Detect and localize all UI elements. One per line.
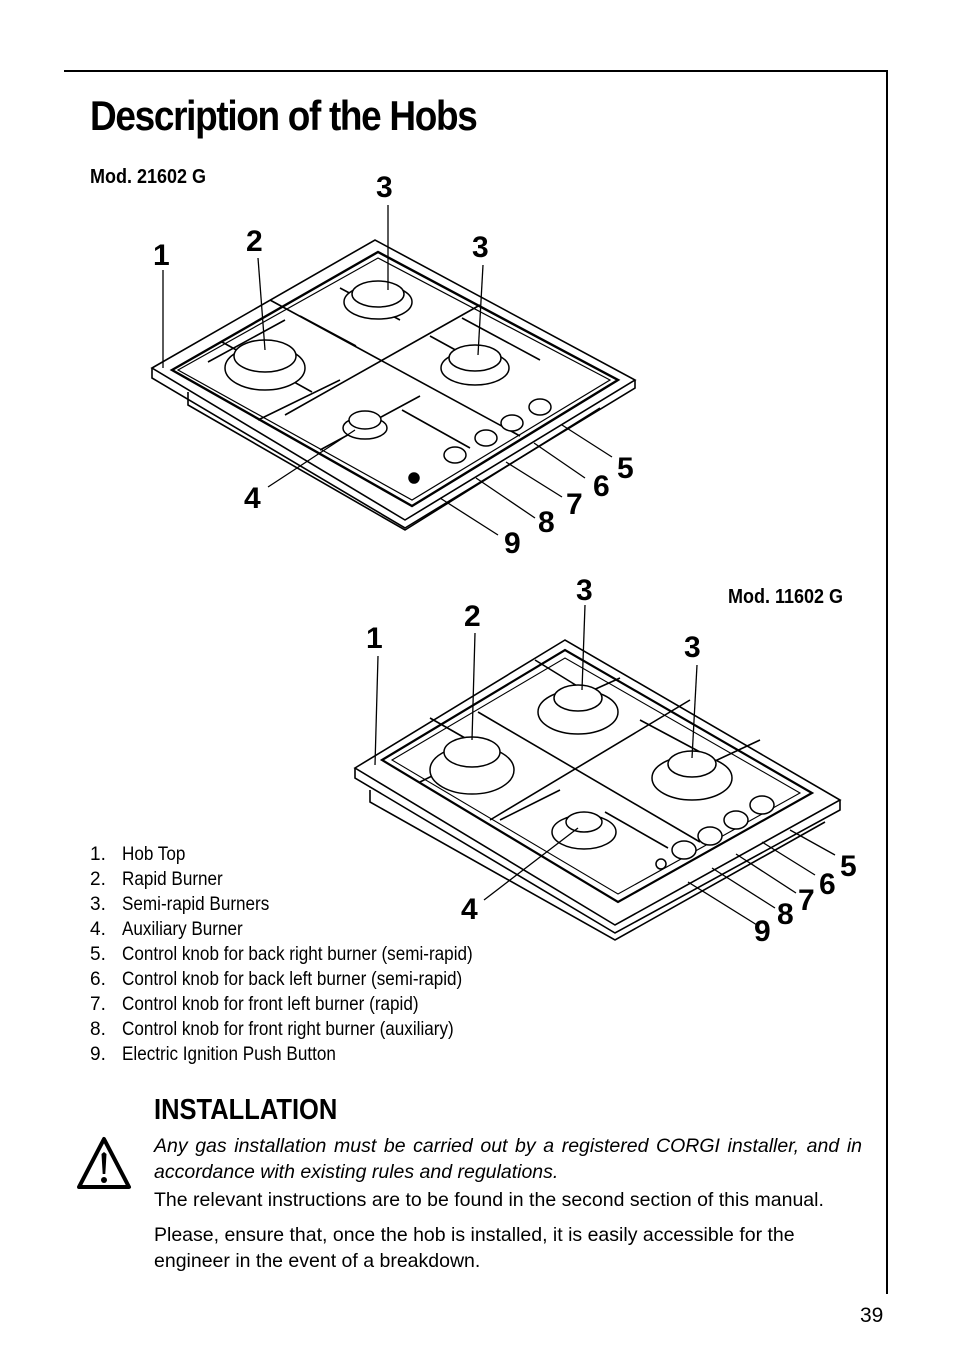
callout-7-b: 7 [798,884,815,917]
callout-3a: 3 [376,171,393,204]
hob-diagram-21602: 1 2 3 3 4 5 6 7 8 9 [140,170,660,570]
leader-lines-2 [374,604,836,926]
callout-3b-b: 3 [684,631,701,664]
access-text: Please, ensure that, once the hob is ins… [154,1224,795,1272]
hob-top-outline-2 [353,639,842,941]
callout-9-b: 9 [754,915,771,948]
callout-9: 9 [504,527,521,560]
callout-6-b: 6 [819,868,836,901]
callout-2-b: 2 [464,600,481,633]
page-title: Description of the Hobs [90,92,478,139]
control-knobs [408,398,552,484]
callout-8: 8 [538,506,555,539]
legend-item: 1.Hob Top [90,844,186,865]
top-rule [64,70,888,72]
leader-lines [162,205,613,536]
page-number: 39 [860,1304,884,1327]
control-knobs-2 [655,795,775,870]
hob-diagram-11602: 1 2 3 3 4 5 6 7 8 9 [350,570,870,950]
callout-5: 5 [617,452,634,485]
callout-5-b: 5 [840,850,857,883]
callout-3a-b: 3 [576,574,593,607]
burners [224,280,510,440]
legend-item: 8.Control knob for front right burner (a… [90,1019,454,1040]
callout-7: 7 [566,488,583,521]
callout-1-b: 1 [366,622,383,655]
model-label-21602: Mod. 21602 G [90,166,207,188]
model-label-11602: Mod. 11602 G [728,586,844,608]
burners-2 [429,684,733,850]
callout-3b: 3 [472,231,489,264]
legend-item: 6.Control knob for back left burner (sem… [90,969,463,990]
callout-4-b: 4 [461,893,478,926]
callout-8-b: 8 [777,898,794,931]
legend-item: 4.Auxiliary Burner [90,919,243,940]
right-rule [886,70,888,1294]
warning-text: Any gas installation must be carried out… [154,1135,862,1183]
installation-heading: INSTALLATION [154,1094,338,1126]
legend-item: 7.Control knob for front left burner (ra… [90,994,419,1015]
legend-item: 5.Control knob for back right burner (se… [90,944,473,965]
legend-item: 9.Electric Ignition Push Button [90,1044,336,1065]
parts-legend: 1.Hob Top 2.Rapid Burner 3.Semi-rapid Bu… [90,842,512,1067]
legend-item: 3.Semi-rapid Burners [90,894,270,915]
legend-item: 2.Rapid Burner [90,869,223,890]
warning-triangle-icon [76,1136,132,1195]
callout-4: 4 [244,482,261,515]
instructions-text: The relevant instructions are to be foun… [154,1189,824,1211]
callout-2: 2 [246,225,263,258]
callout-6: 6 [593,470,610,503]
callout-1: 1 [153,239,170,272]
